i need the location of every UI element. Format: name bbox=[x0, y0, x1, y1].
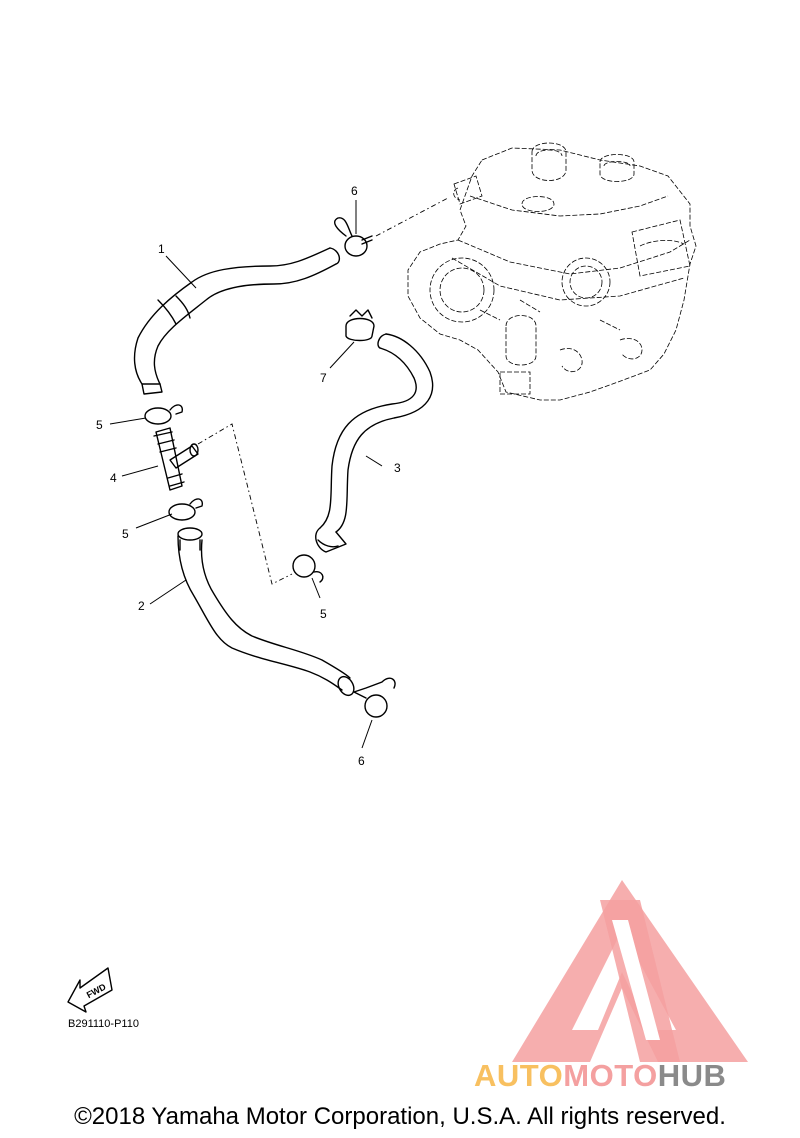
alignment-line-tjoint bbox=[197, 423, 293, 585]
clamp-7 bbox=[345, 309, 375, 342]
leader-lines bbox=[109, 200, 383, 749]
part-code: B291110-P110 bbox=[68, 1018, 139, 1030]
callout-6-upper: 6 bbox=[351, 184, 358, 198]
callout-5-right: 5 bbox=[320, 607, 327, 621]
t-joint-4 bbox=[153, 427, 199, 491]
cylinder-head-outline bbox=[407, 142, 697, 401]
fwd-label: FWD bbox=[85, 981, 108, 1000]
copyright-notice: ©2018 Yamaha Motor Corporation, U.S.A. A… bbox=[74, 1103, 726, 1130]
clamp-5-middle bbox=[168, 498, 204, 521]
callout-6-lower: 6 bbox=[358, 754, 365, 768]
clamp-5-upper bbox=[144, 404, 184, 425]
callout-5-middle: 5 bbox=[122, 527, 129, 541]
automotohub-logo-icon bbox=[512, 880, 748, 1062]
clamp-6-lower bbox=[353, 677, 396, 718]
brand-wordmark: AUTOMOTOHUB bbox=[474, 1058, 726, 1094]
alignment-line-engine bbox=[375, 197, 449, 237]
callout-1: 1 bbox=[158, 242, 165, 256]
callout-7: 7 bbox=[320, 371, 327, 385]
brand-auto: AUTO bbox=[474, 1058, 564, 1093]
callout-4: 4 bbox=[110, 471, 117, 485]
brand-hub: HUB bbox=[657, 1058, 727, 1093]
callout-3: 3 bbox=[394, 461, 401, 475]
hose-1 bbox=[133, 247, 341, 395]
brand-moto: MOTO bbox=[563, 1058, 658, 1093]
clamp-6-upper bbox=[334, 217, 373, 257]
callout-2: 2 bbox=[138, 599, 145, 613]
clamp-5-right bbox=[292, 554, 324, 583]
hose-2 bbox=[177, 527, 355, 697]
callout-5-upper: 5 bbox=[96, 418, 103, 432]
fwd-arrow-icon: FWD bbox=[67, 967, 113, 1013]
hose-3 bbox=[315, 333, 434, 553]
